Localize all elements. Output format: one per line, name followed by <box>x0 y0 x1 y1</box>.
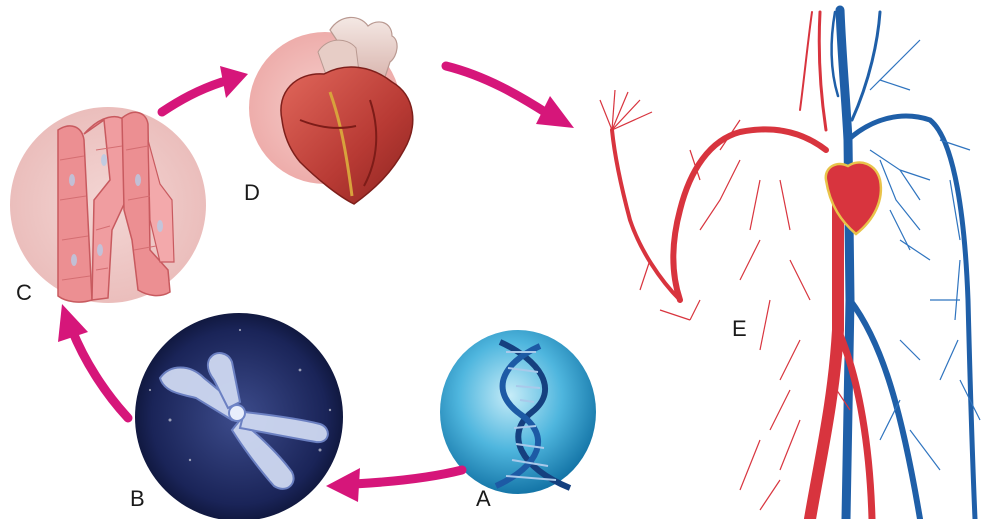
circulatory-system-icon <box>600 10 980 519</box>
arrow-d-to-e <box>446 66 574 128</box>
label-b: B <box>130 486 145 512</box>
chromosome-icon <box>135 313 343 519</box>
label-a: A <box>476 486 491 512</box>
label-d: D <box>244 180 260 206</box>
arrow-b-to-c <box>58 304 128 418</box>
label-e: E <box>732 316 747 342</box>
heart-organ-icon <box>249 17 413 204</box>
label-c: C <box>16 280 32 306</box>
muscle-tissue-icon <box>10 107 206 303</box>
arrow-c-to-d <box>162 66 248 112</box>
arrow-a-to-b <box>326 468 462 502</box>
